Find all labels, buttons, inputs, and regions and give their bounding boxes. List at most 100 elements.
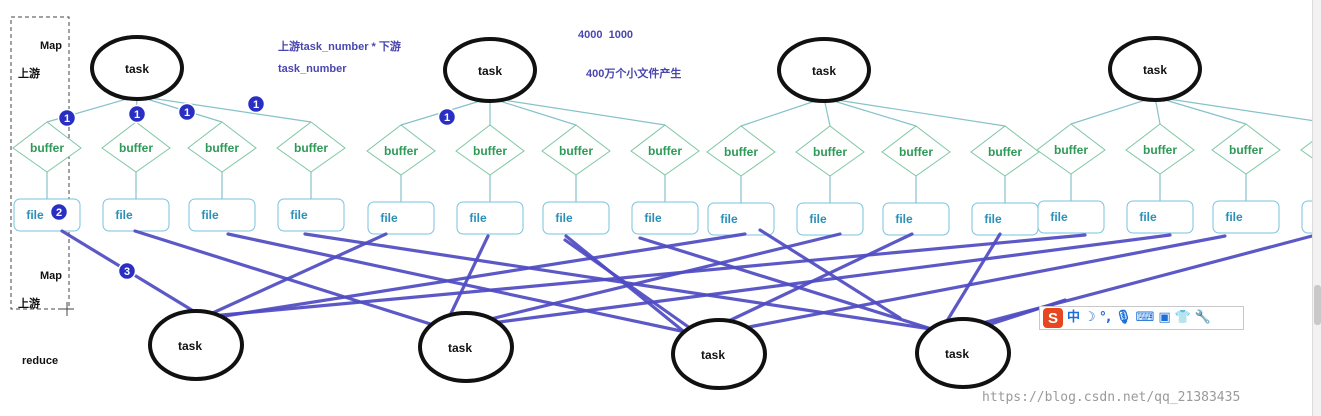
dashed-selection-box xyxy=(10,16,70,310)
buffer-label: buffer xyxy=(648,144,682,158)
sogou-logo-icon[interactable]: S xyxy=(1043,308,1063,328)
shirt-icon[interactable]: 👕 xyxy=(1174,310,1191,325)
shuffle-line xyxy=(563,238,699,335)
map-task-label: task xyxy=(1143,63,1167,77)
buffer-label: buffer xyxy=(205,141,239,155)
file-label: file xyxy=(644,211,662,225)
file-box xyxy=(971,202,1039,236)
shuffle-line xyxy=(210,232,747,320)
file-box xyxy=(542,201,610,235)
file-box xyxy=(631,201,699,235)
buffer-label: buffer xyxy=(899,145,933,159)
buffer-diamond xyxy=(1125,123,1195,175)
file-label: file xyxy=(380,211,398,225)
map-label-top: Map xyxy=(40,40,62,52)
file-label: file xyxy=(290,208,308,222)
microphone-icon[interactable]: 🎙 xyxy=(1115,310,1132,325)
file-box xyxy=(456,201,524,235)
file-box xyxy=(277,198,345,232)
buffer-label: buffer xyxy=(988,145,1022,159)
tree-connector-line xyxy=(489,97,666,126)
map-task-node xyxy=(90,35,184,101)
map-task-label: task xyxy=(478,64,502,78)
reduce-task-label: task xyxy=(448,341,472,355)
file-label: file xyxy=(555,211,573,225)
map-task-label: task xyxy=(125,62,149,76)
file-label: file xyxy=(984,212,1002,226)
map-task-node xyxy=(777,37,871,103)
keyboard-icon[interactable]: ⌨ xyxy=(1135,310,1155,325)
buffer-label: buffer xyxy=(384,144,418,158)
file-box xyxy=(707,202,775,236)
step-badge xyxy=(57,108,77,128)
tree-connector-line xyxy=(823,97,1006,127)
buffer-label: buffer xyxy=(294,141,328,155)
tree-connector-line xyxy=(1154,96,1247,125)
reduce-task-label: task xyxy=(178,339,202,353)
buffer-diamond xyxy=(12,121,82,173)
file-box xyxy=(796,202,864,236)
buffer-label: buffer xyxy=(813,145,847,159)
toolbox-icon[interactable]: ▣ xyxy=(1158,310,1171,325)
file-box xyxy=(188,198,256,232)
tree-connector-line xyxy=(489,97,577,126)
buffer-diamond xyxy=(455,124,525,176)
file-label: file xyxy=(895,212,913,226)
tree-connector-line xyxy=(1070,96,1156,125)
shuffle-line xyxy=(939,234,1314,336)
step-badge-number: 1 xyxy=(184,107,190,119)
buffer-label: buffer xyxy=(1143,143,1177,157)
scrollbar-thumb[interactable] xyxy=(1314,285,1321,325)
wrench-icon[interactable]: 🔧 xyxy=(1194,310,1212,325)
buffer-diamond xyxy=(706,125,776,177)
buffer-diamond xyxy=(970,125,1040,177)
file-box xyxy=(1212,200,1280,234)
file-label: file xyxy=(1050,210,1068,224)
watermark-url: https://blog.csdn.net/qq_21383435 xyxy=(982,390,1240,405)
file-label: file xyxy=(26,208,44,222)
buffer-label: buffer xyxy=(1054,143,1088,157)
shuffle-line xyxy=(209,233,1087,318)
buffer-diamond xyxy=(366,124,436,176)
buffer-diamond xyxy=(795,125,865,177)
shuffle-line xyxy=(726,234,1227,333)
buffer-label: buffer xyxy=(1229,143,1263,157)
vertical-scrollbar[interactable] xyxy=(1312,0,1321,416)
step-badge xyxy=(246,94,266,114)
shuffle-line xyxy=(204,232,388,318)
file-label: file xyxy=(469,211,487,225)
map-tree-layer: task buffer file buffer file buffer file buffer… xyxy=(12,35,1321,236)
step-badge xyxy=(117,261,137,281)
step-badge xyxy=(49,202,69,222)
file-label: file xyxy=(720,212,738,226)
buffer-diamond xyxy=(541,124,611,176)
map-task-node xyxy=(443,37,537,103)
buffer-diamond xyxy=(1211,123,1281,175)
shuffle-line xyxy=(474,233,1172,327)
file-box xyxy=(13,198,81,232)
input-mode-toggle[interactable]: 中 xyxy=(1067,310,1081,325)
buffer-diamond xyxy=(630,124,700,176)
moon-icon[interactable]: ☽ xyxy=(1084,310,1096,325)
reduce-task-node xyxy=(418,311,514,383)
small-files-note: 400万个小文件产生 xyxy=(586,66,681,80)
reduce-task-node xyxy=(671,318,767,390)
ime-toolbar[interactable]: S 中 ☽ °, 🎙 ⌨ ▣ 👕 🔧 xyxy=(1039,306,1244,330)
formula-note-line2: task_number xyxy=(278,63,347,75)
file-box xyxy=(367,201,435,235)
step-badge-number: 2 xyxy=(56,207,62,219)
step-badge-number: 1 xyxy=(134,109,140,121)
buffer-label: buffer xyxy=(559,144,593,158)
buffer-label: buffer xyxy=(724,145,758,159)
tree-connector-line xyxy=(136,95,312,123)
step-badge xyxy=(177,102,197,122)
tree-connector-line xyxy=(740,97,825,127)
punctuation-icon[interactable]: °, xyxy=(1099,310,1112,325)
numbers-note: 4000 1000 xyxy=(578,29,633,41)
buffer-diamond xyxy=(101,121,171,173)
step-badge-number: 1 xyxy=(444,112,450,124)
file-box xyxy=(102,198,170,232)
